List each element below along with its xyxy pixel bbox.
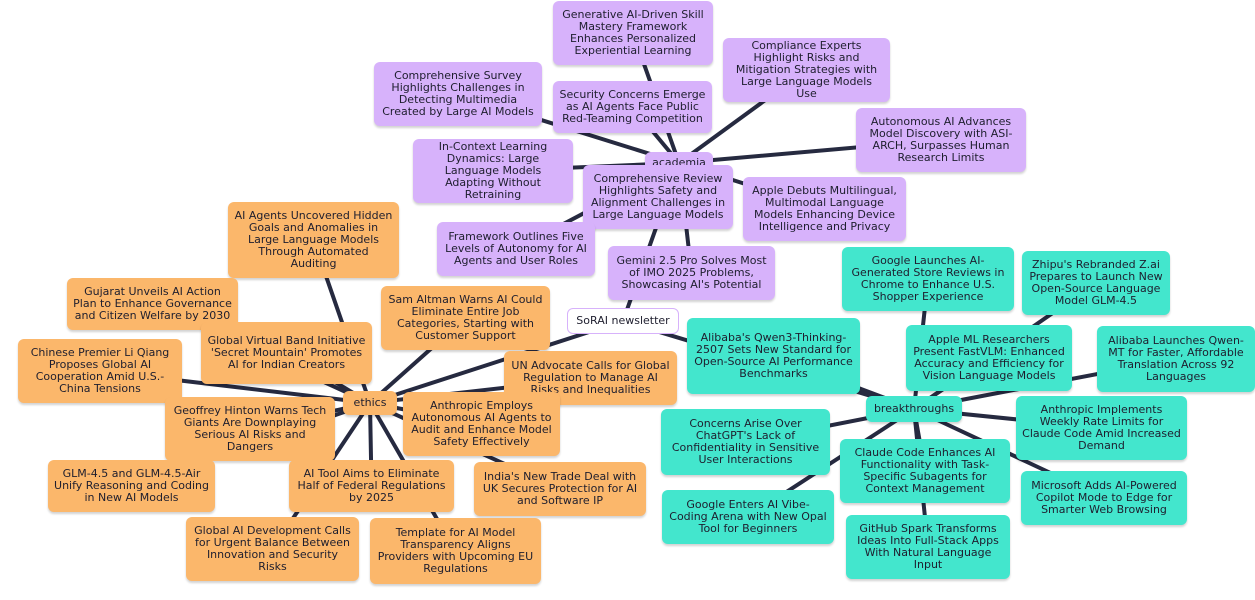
breakthroughs-node[interactable]: Alibaba Launches Qwen-MT for Faster, Aff… <box>1097 326 1255 392</box>
breakthroughs-node[interactable]: Concerns Arise Over ChatGPT's Lack of Co… <box>661 409 830 475</box>
breakthroughs-node[interactable]: Microsoft Adds AI-Powered Copilot Mode t… <box>1021 471 1187 525</box>
ethics-node[interactable]: GLM-4.5 and GLM-4.5-Air Unify Reasoning … <box>48 460 215 512</box>
breakthroughs-node[interactable]: Apple ML Researchers Present FastVLM: En… <box>906 325 1072 391</box>
academia-node[interactable]: Autonomous AI Advances Model Discovery w… <box>856 108 1026 172</box>
academia-node[interactable]: Generative AI-Driven Skill Mastery Frame… <box>553 1 713 65</box>
breakthroughs-node[interactable]: Google Launches AI-Generated Store Revie… <box>842 247 1014 311</box>
breakthroughs-node[interactable]: Anthropic Implements Weekly Rate Limits … <box>1016 396 1187 460</box>
ethics-node[interactable]: Global Virtual Band Initiative 'Secret M… <box>201 322 372 384</box>
ethics-node[interactable]: India's New Trade Deal with UK Secures P… <box>474 462 646 516</box>
breakthroughs-node[interactable]: Claude Code Enhances AI Functionality wi… <box>840 439 1010 503</box>
root-node[interactable]: SoRAI newsletter <box>567 308 679 334</box>
ethics-node[interactable]: Anthropic Employs Autonomous AI Agents t… <box>403 392 560 456</box>
hub-ethics[interactable]: ethics <box>343 391 397 415</box>
ethics-node[interactable]: Global AI Development Calls for Urgent B… <box>186 517 359 581</box>
ethics-node[interactable]: AI Tool Aims to Eliminate Half of Federa… <box>289 460 454 512</box>
academia-node[interactable]: Compliance Experts Highlight Risks and M… <box>723 38 890 102</box>
ethics-node[interactable]: Sam Altman Warns AI Could Eliminate Enti… <box>381 286 550 350</box>
ethics-node[interactable]: Chinese Premier Li Qiang Proposes Global… <box>18 339 182 403</box>
edge-root-ethics <box>368 319 625 405</box>
academia-node[interactable]: Gemini 2.5 Pro Solves Most of IMO 2025 P… <box>608 246 775 300</box>
academia-node[interactable]: Comprehensive Review Highlights Safety a… <box>583 165 733 229</box>
ethics-node[interactable]: Geoffrey Hinton Warns Tech Giants Are Do… <box>165 397 335 461</box>
ethics-node[interactable]: AI Agents Uncovered Hidden Goals and Ano… <box>228 202 399 278</box>
breakthroughs-node[interactable]: Google Enters AI Vibe-Coding Arena with … <box>662 490 834 544</box>
academia-node[interactable]: Apple Debuts Multilingual, Multimodal La… <box>743 177 906 241</box>
ethics-node[interactable]: Template for AI Model Transparency Align… <box>370 518 541 584</box>
academia-node[interactable]: Comprehensive Survey Highlights Challeng… <box>374 62 542 126</box>
hub-breakthroughs[interactable]: breakthroughs <box>866 396 962 422</box>
breakthroughs-node[interactable]: Zhipu's Rebranded Z.ai Prepares to Launc… <box>1022 251 1170 315</box>
academia-node[interactable]: In-Context Learning Dynamics: Large Lang… <box>413 139 573 203</box>
academia-node[interactable]: Framework Outlines Five Levels of Autono… <box>437 222 595 276</box>
breakthroughs-node[interactable]: GitHub Spark Transforms Ideas Into Full-… <box>846 515 1010 579</box>
ethics-node[interactable]: Gujarat Unveils AI Action Plan to Enhanc… <box>67 278 238 330</box>
academia-node[interactable]: Security Concerns Emerge as AI Agents Fa… <box>553 81 712 133</box>
breakthroughs-node[interactable]: Alibaba's Qwen3-Thinking-2507 Sets New S… <box>687 318 860 394</box>
